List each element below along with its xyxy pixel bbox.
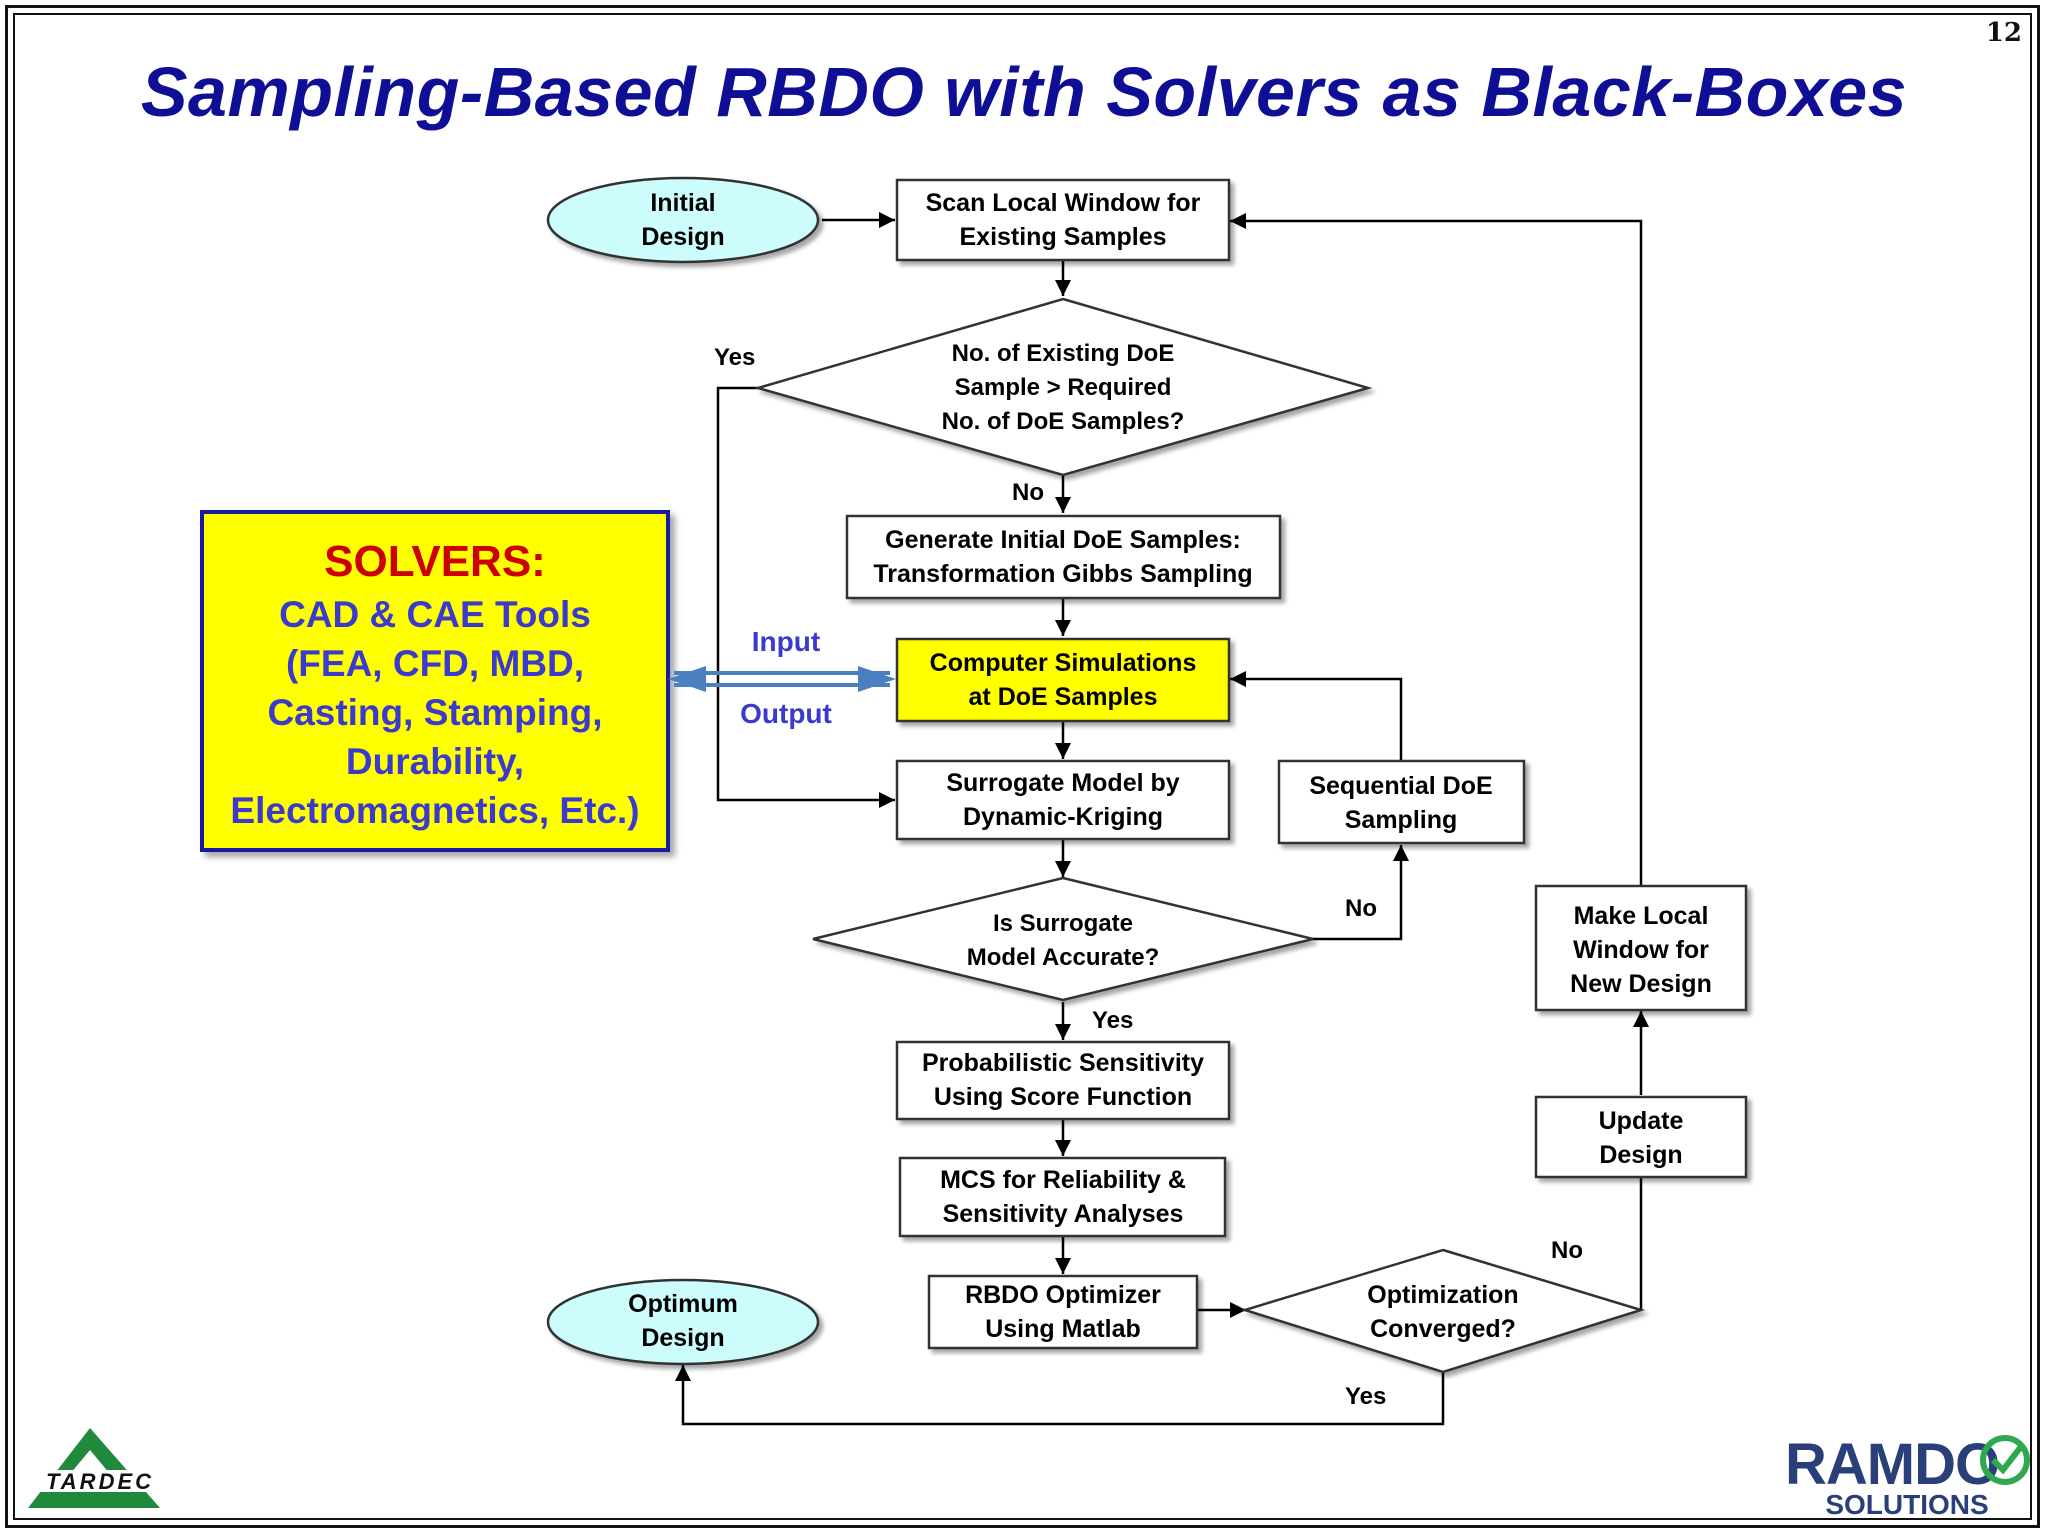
ramdo-subtitle: SOLUTIONS: [1825, 1489, 1988, 1520]
page-number: 12: [1985, 18, 2022, 48]
solvers-line: (FEA, CFD, MBD,: [285, 643, 585, 684]
solvers-box: SOLVERS: CAD & CAE Tools (FEA, CFD, MBD,…: [200, 510, 670, 852]
tardec-wordmark: TARDEC: [46, 1469, 154, 1494]
slide-border-inner: [13, 13, 2032, 1520]
ramdo-wordmark: RAMDO: [1785, 1432, 1999, 1497]
solvers-line: Casting, Stamping,: [267, 692, 603, 733]
ramdo-logo: RAMDO SOLUTIONS: [1785, 1432, 2030, 1520]
ramdo-check-mark: [1990, 1442, 2026, 1475]
solvers-heading: SOLVERS:: [324, 537, 546, 586]
ramdo-check-icon: [1980, 1435, 2030, 1485]
solvers-line: Durability,: [345, 741, 525, 782]
slide-border-outer: [5, 5, 2040, 1528]
slide-title: Sampling-Based RBDO with Solvers as Blac…: [140, 53, 1908, 131]
tardec-logo: TARDEC: [20, 1428, 180, 1508]
solvers-line: Electromagnetics, Etc.): [230, 790, 640, 831]
solvers-line: CAD & CAE Tools: [279, 594, 591, 635]
